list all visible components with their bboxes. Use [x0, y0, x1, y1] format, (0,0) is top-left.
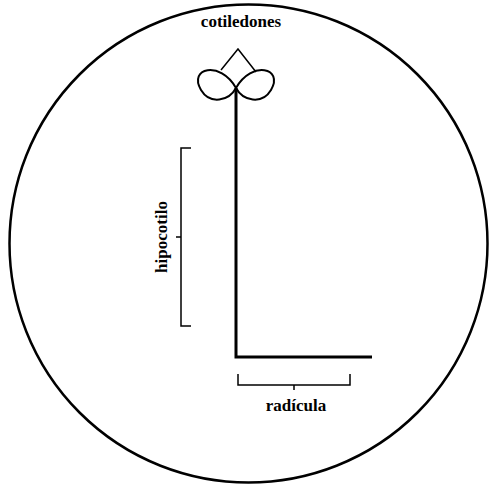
petri-dish: [10, 5, 488, 483]
leader-line: [221, 49, 256, 72]
bracket: [176, 148, 191, 326]
bracket: [238, 374, 350, 390]
cotyledon: [198, 70, 236, 100]
part-label: hipocotilo: [153, 201, 172, 273]
part-label: radícula: [266, 397, 326, 416]
part-label: cotiledones: [201, 13, 281, 32]
cotyledon: [236, 70, 274, 100]
seedling-stem: [236, 88, 372, 357]
